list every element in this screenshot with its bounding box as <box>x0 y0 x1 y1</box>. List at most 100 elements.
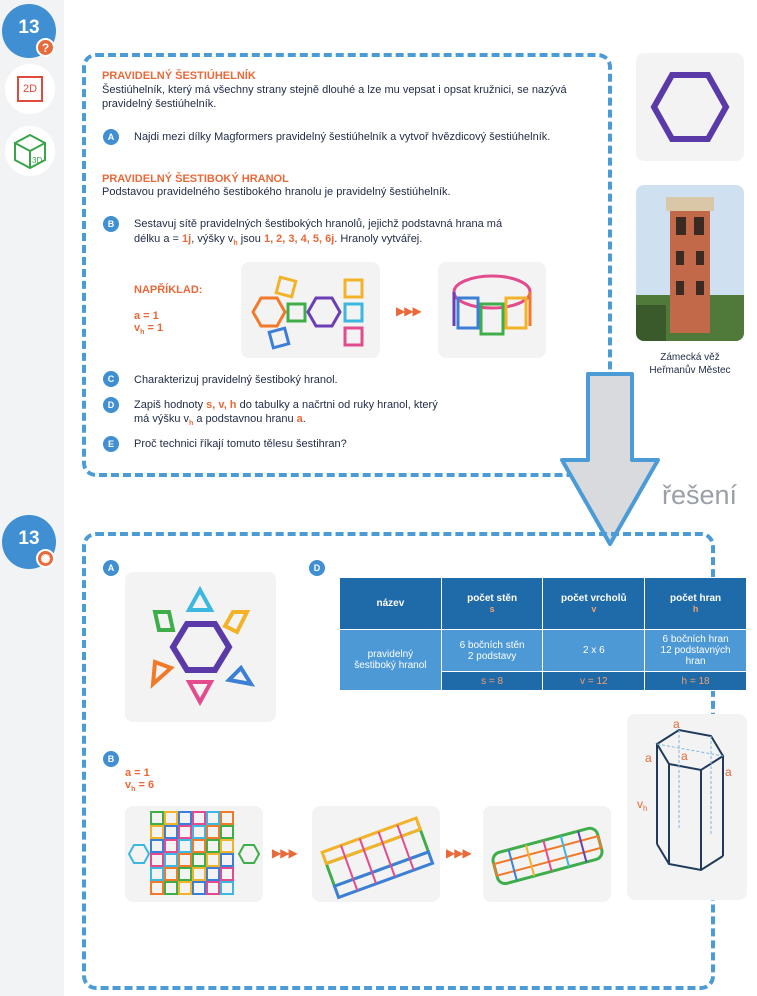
tower-caption: Zámecká věž Heřmanův Městec <box>636 351 744 377</box>
exercise-number-badge: 13 ? <box>2 4 56 58</box>
table-total-walls: s = 8 <box>440 671 544 691</box>
net-square <box>178 839 192 853</box>
task-b-line2: délku a = 1j, výšky vh jsou 1, 2, 3, 4, … <box>134 232 422 251</box>
built-tall-prism-image <box>483 806 611 902</box>
solution-label: řešení <box>662 480 738 510</box>
net-square <box>164 853 178 867</box>
net-square <box>150 867 164 881</box>
net-square <box>178 881 192 895</box>
exercise-box <box>82 53 612 477</box>
task-b-height-values: 1, 2, 3, 4, 5, 6j <box>263 233 335 245</box>
prism-built-image <box>438 262 546 358</box>
net-square <box>150 811 164 825</box>
net-square <box>178 825 192 839</box>
task-e-text: Proč technici říkají tomuto tělesu šesti… <box>134 438 347 450</box>
net-square <box>206 853 220 867</box>
net-square <box>192 839 206 853</box>
net-square <box>150 881 164 895</box>
task-a-text: Najdi mezi dílky Magformers pravidelný š… <box>134 131 551 143</box>
svg-text:a: a <box>725 765 732 779</box>
task-b-subscript: h <box>233 240 238 248</box>
net-hexagon <box>127 844 151 864</box>
task-letter-d: D <box>103 397 119 413</box>
arrow-icon: ▶▶▶ <box>446 846 472 860</box>
net-square <box>150 839 164 853</box>
net-square <box>192 825 206 839</box>
tower-caption-line2: Heřmanův Městec <box>649 365 731 376</box>
net-square <box>220 867 234 881</box>
task-d-line1: Zapiš hodnoty s, v, h do tabulky a načrt… <box>134 399 438 411</box>
hexagon-definition-line2: pravidelný šestiúhelník. <box>102 98 217 110</box>
net-square <box>192 811 206 825</box>
hexagon-photo <box>636 53 744 161</box>
question-icon: ? <box>36 38 55 57</box>
solution-b-edge: a = 1 <box>125 767 150 779</box>
svg-text:a: a <box>645 751 652 765</box>
task-d-line2: má výšku vh a podstavnou hranu a. <box>134 413 306 428</box>
net-square <box>178 853 192 867</box>
solution-b-height: vh = 6 <box>125 779 155 794</box>
net-square <box>192 853 206 867</box>
hexagon-title: PRAVIDELNÝ ŠESTIÚHELNÍK <box>102 70 256 82</box>
net-square <box>164 811 178 825</box>
task-letter-c: C <box>103 371 119 387</box>
star-hexagon-image <box>125 572 276 722</box>
net-square <box>164 825 178 839</box>
svg-text:a: a <box>681 749 688 763</box>
net-square <box>206 825 220 839</box>
solution-number: 13 <box>18 528 40 549</box>
net-square <box>150 825 164 839</box>
arrow-down-icon <box>560 372 660 546</box>
task-b-text: jsou <box>237 233 264 245</box>
task-b-text: . Hranoly vytvářej. <box>334 233 423 245</box>
net-square <box>206 839 220 853</box>
net-square <box>220 881 234 895</box>
net-square <box>206 867 220 881</box>
net-square <box>178 867 192 881</box>
net-square <box>220 825 234 839</box>
example-label: NAPŘÍKLAD: <box>134 284 203 296</box>
lightbulb-icon: ✺ <box>36 549 55 568</box>
task-letter-b: B <box>103 216 119 232</box>
task-c-text: Charakterizuj pravidelný šestiboký hrano… <box>134 374 338 386</box>
solution-letter-b: B <box>103 751 119 767</box>
hexagon-definition-line1: Šestiúhelník, který má všechny strany st… <box>102 84 567 96</box>
net-square <box>192 867 206 881</box>
task-letter-a: A <box>103 129 119 145</box>
net-square <box>206 811 220 825</box>
arrow-icon: ▶▶▶ <box>272 846 298 860</box>
solution-letter-a: A <box>103 560 119 576</box>
prism-sketch: a a a a vh <box>627 714 747 900</box>
task-b-text: délku a = <box>134 233 183 245</box>
net-square <box>206 881 220 895</box>
net-square <box>164 839 178 853</box>
task-b-text: , výšky v <box>191 233 234 245</box>
net-square <box>164 867 178 881</box>
net-square <box>178 811 192 825</box>
exercise-number: 13 <box>18 17 40 38</box>
arrow-icon: ▶▶▶ <box>396 304 422 318</box>
net-square <box>192 881 206 895</box>
example-edge: a = 1 <box>134 310 159 322</box>
svg-text:a: a <box>673 717 680 731</box>
table-header-name: název <box>339 577 442 630</box>
prism-definition: Podstavou pravidelného šestibokého hrano… <box>102 186 451 198</box>
solution-letter-d: D <box>309 560 325 576</box>
net-square <box>150 853 164 867</box>
solution-number-badge: 13 ✺ <box>2 515 56 569</box>
net-square <box>164 881 178 895</box>
3d-cube-icon: 3D <box>5 126 55 176</box>
task-b-edge-value: 1j <box>182 233 192 245</box>
tower-caption-line1: Zámecká věž <box>660 352 720 363</box>
svg-text:3D: 3D <box>32 156 42 165</box>
example-height: vh = 1 <box>134 322 164 337</box>
table-cell-vertices: 2 x 6 <box>542 629 646 672</box>
net-square <box>220 811 234 825</box>
net-hexagon <box>237 844 261 864</box>
